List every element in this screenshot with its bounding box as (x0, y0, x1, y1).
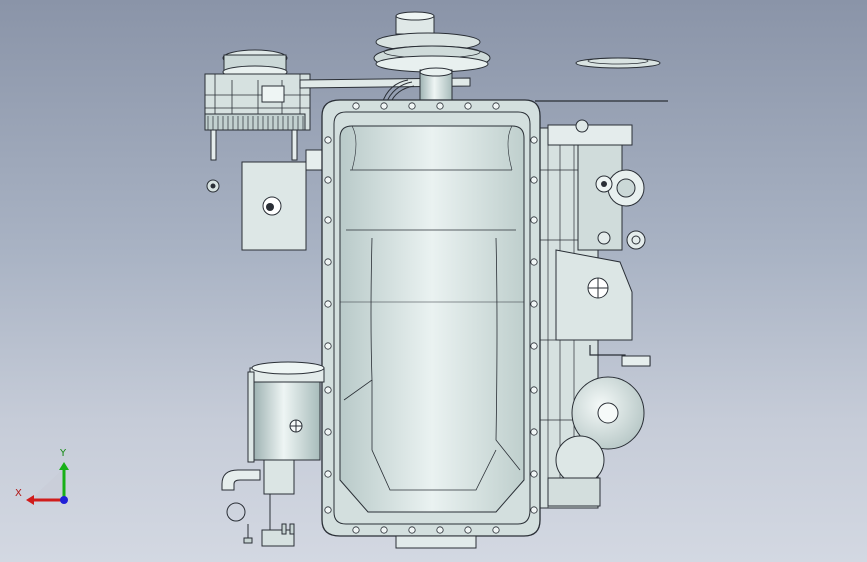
flange-bolt (530, 136, 538, 144)
y-axis-label: Y (59, 448, 67, 459)
flange-bolt (324, 300, 332, 308)
flange-bolt (408, 526, 416, 534)
flange-bolt (530, 506, 538, 514)
flange-bolt (464, 526, 472, 534)
flange-bolt (530, 258, 538, 266)
flange-bolt (530, 176, 538, 184)
coordinate-triad[interactable]: X Y (15, 448, 69, 505)
flange-bolt (324, 470, 332, 478)
oil-pan[interactable] (321, 99, 541, 549)
flange-bolt (530, 342, 538, 350)
top-right-disc[interactable] (575, 57, 661, 69)
flange-bolt (380, 526, 388, 534)
flange-bolt (530, 470, 538, 478)
flange-bolt (352, 102, 360, 110)
flange-bolt (436, 102, 444, 110)
flange-bolt (530, 428, 538, 436)
flange-bolt (436, 526, 444, 534)
oil-filter[interactable] (221, 361, 325, 547)
flange-bolt (530, 216, 538, 224)
flange-bolt (324, 216, 332, 224)
flange-bolt (352, 526, 360, 534)
right-engine-block[interactable] (535, 119, 651, 509)
flange-bolt (530, 300, 538, 308)
x-axis-label: X (15, 488, 22, 499)
flange-bolt (464, 102, 472, 110)
flange-bolt (324, 428, 332, 436)
flange-bolt (324, 176, 332, 184)
left-gear-assembly[interactable] (204, 49, 471, 193)
flange-bolt (408, 102, 416, 110)
flange-bolt (324, 386, 332, 394)
flange-bolt (380, 102, 388, 110)
flange-bolt (492, 526, 500, 534)
flange-bolt (324, 506, 332, 514)
flange-bolt (530, 386, 538, 394)
flange-bolt (324, 342, 332, 350)
flange-bolt (324, 136, 332, 144)
crank-pulley[interactable] (373, 11, 491, 105)
flange-bolt (492, 102, 500, 110)
left-bracket[interactable] (241, 149, 329, 251)
flange-bolt (324, 258, 332, 266)
